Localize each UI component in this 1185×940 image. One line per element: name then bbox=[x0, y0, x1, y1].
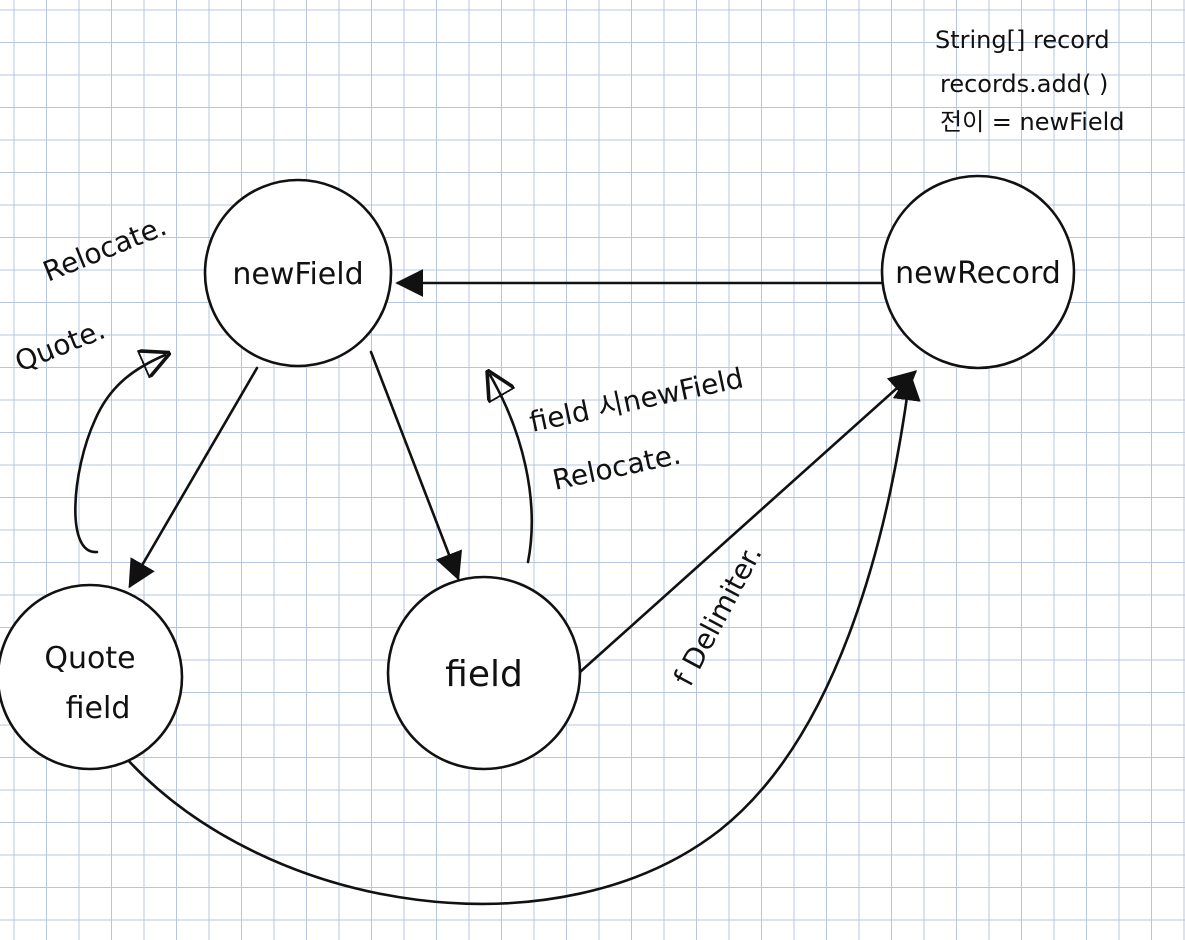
state-circle bbox=[0, 583, 184, 771]
state-new-record: newRecord bbox=[880, 174, 1076, 370]
state-quote-field: Quote field bbox=[0, 583, 184, 771]
note-line-1: String[] record bbox=[935, 26, 1110, 54]
state-label-line-2: field bbox=[66, 691, 131, 726]
edges bbox=[74, 269, 921, 906]
edge-newfield-to-quotefield bbox=[128, 366, 259, 589]
state-label: newField bbox=[232, 257, 363, 292]
label-line-1: Relocate. bbox=[38, 209, 171, 288]
state-new-field: newField bbox=[203, 178, 393, 368]
edge-quotefield-to-newrecord bbox=[124, 372, 921, 906]
edge-field-to-newrecord bbox=[578, 370, 918, 674]
state-label: field bbox=[445, 654, 523, 695]
note-line-3: 전이 = newField bbox=[940, 108, 1125, 136]
state-circle bbox=[203, 178, 393, 368]
state-circle bbox=[386, 575, 582, 771]
field-self-loop-label: field 시newField Relocate. bbox=[527, 361, 747, 497]
quote-self-loop-label: Relocate. Quote. bbox=[10, 209, 171, 378]
note-line-2: records.add( ) bbox=[940, 70, 1108, 98]
label-line-2: Quote. bbox=[10, 313, 110, 379]
state-circle bbox=[880, 174, 1076, 370]
edge-field-self-loop bbox=[490, 375, 534, 564]
edge-newfield-to-field bbox=[369, 350, 463, 581]
state-field: field bbox=[386, 575, 582, 771]
state-label-line-1: Quote bbox=[44, 641, 135, 676]
new-record-action-note: String[] record records.add( ) 전이 = newF… bbox=[935, 26, 1125, 136]
state-label: newRecord bbox=[895, 256, 1061, 291]
label-line-1: field 시newField bbox=[527, 361, 747, 439]
edge-quote-self-loop bbox=[74, 355, 165, 554]
